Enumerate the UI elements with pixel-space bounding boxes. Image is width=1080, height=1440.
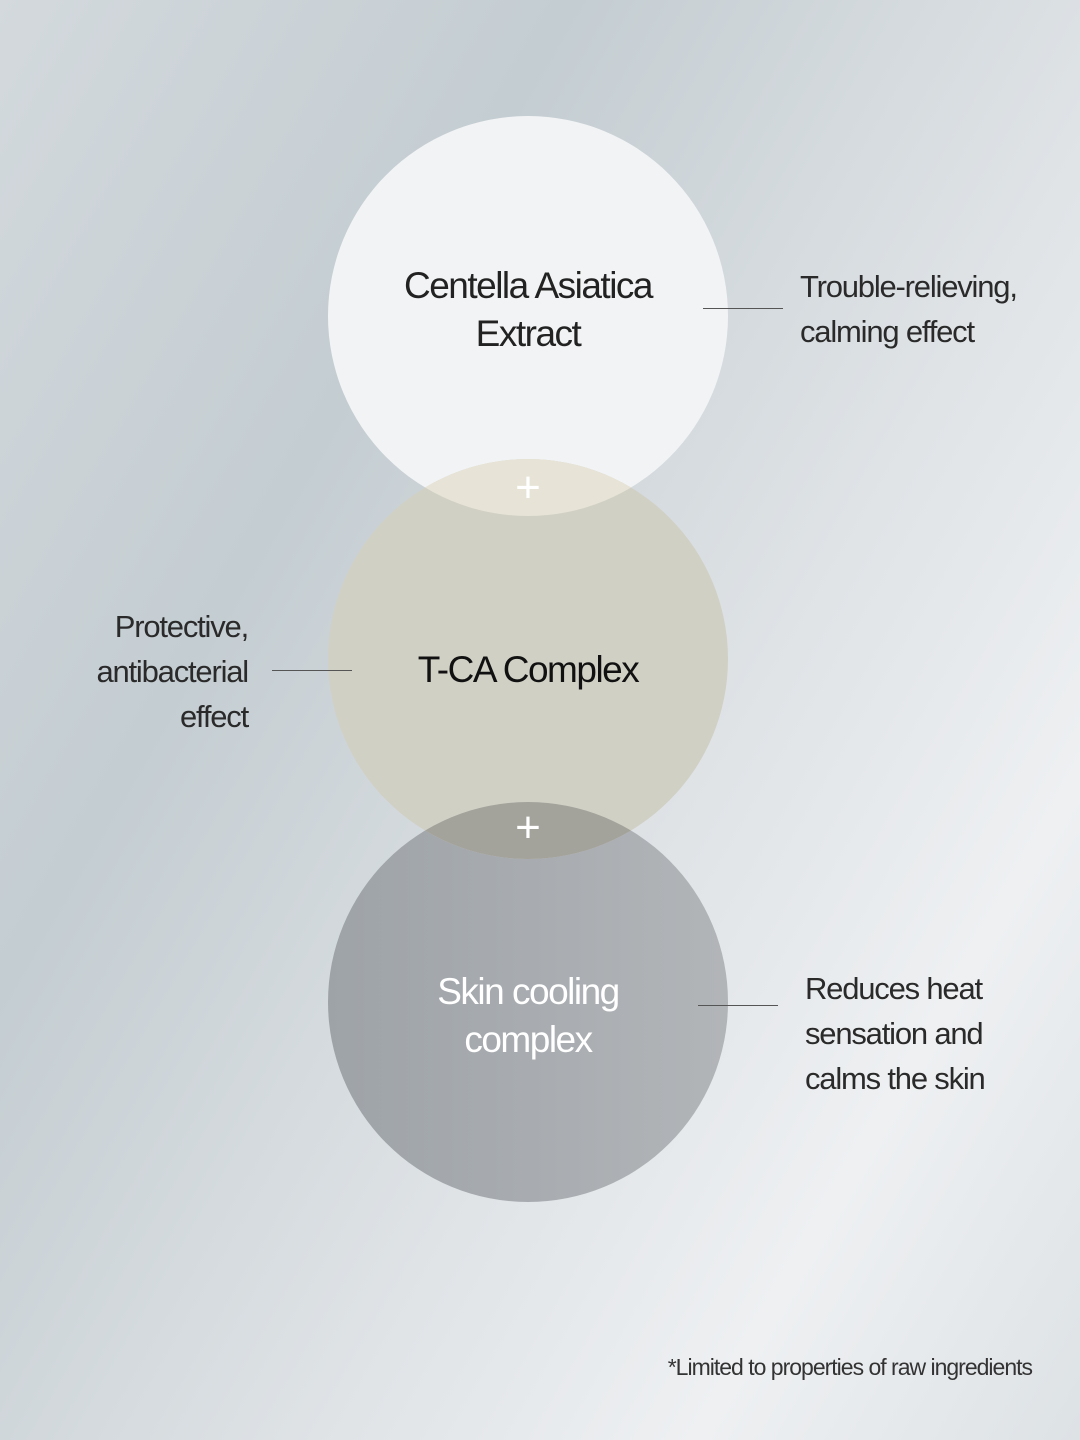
tca-effect: Protective, antibacterial effect bbox=[96, 604, 249, 739]
label-line: Skin cooling bbox=[437, 971, 620, 1012]
circle-cooling bbox=[328, 802, 728, 1202]
connector-line bbox=[698, 1005, 778, 1006]
connector-line bbox=[272, 670, 352, 671]
plus-icon: + bbox=[515, 463, 541, 512]
circle-tca bbox=[328, 459, 728, 859]
effect-line: effect bbox=[179, 699, 249, 734]
tca-label: T-CA Complex bbox=[417, 649, 640, 690]
label-line: Centella Asiatica bbox=[403, 265, 654, 306]
connector-line bbox=[703, 308, 783, 309]
label-line: Extract bbox=[475, 313, 582, 354]
effect-line: Trouble-relieving, bbox=[800, 269, 1018, 304]
effect-line: Reduces heat bbox=[805, 971, 983, 1006]
cooling-effect: Reduces heat sensation and calms the ski… bbox=[805, 966, 986, 1101]
plus-icon: + bbox=[515, 803, 541, 852]
cooling-label: Skin cooling complex bbox=[328, 968, 728, 1064]
effect-line: antibacterial bbox=[96, 654, 249, 689]
centella-effect: Trouble-relieving, calming effect bbox=[800, 264, 1018, 354]
effect-line: Protective, bbox=[114, 609, 249, 644]
centella-label: Centella Asiatica Extract bbox=[328, 262, 728, 358]
label-line: complex bbox=[464, 1019, 593, 1060]
effect-line: calming effect bbox=[800, 314, 975, 349]
effect-line: sensation and bbox=[805, 1016, 984, 1051]
effect-line: calms the skin bbox=[805, 1061, 986, 1096]
circle-centella bbox=[328, 116, 728, 516]
footnote: *Limited to properties of raw ingredient… bbox=[667, 1354, 1033, 1380]
